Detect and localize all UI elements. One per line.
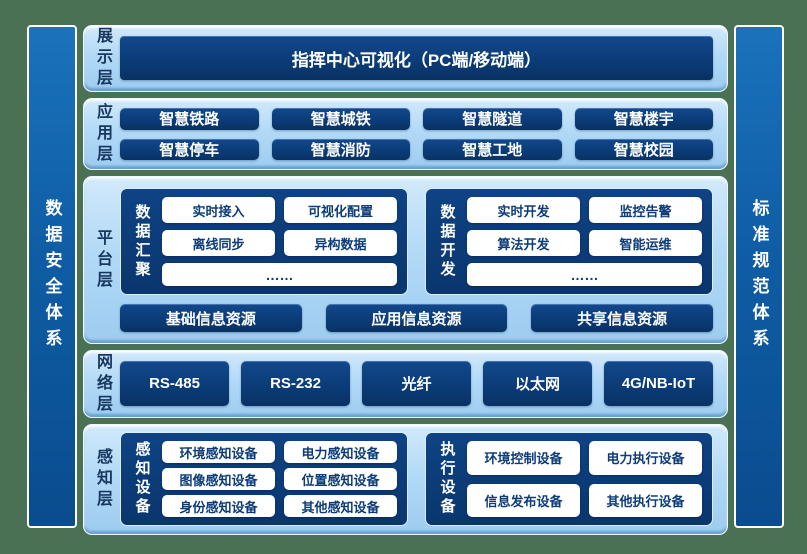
data-development-items: 实时开发 监控告警 算法开发 智能运维 …… — [467, 197, 702, 286]
platform-item: 实时开发 — [467, 197, 580, 223]
platform-item: 实时接入 — [162, 197, 275, 223]
resource-box: 基础信息资源 — [120, 304, 302, 332]
application-item: 智慧铁路 — [120, 108, 259, 130]
application-layer-label: 应用层 — [94, 102, 111, 166]
application-item: 智慧消防 — [271, 138, 410, 160]
resource-box: 共享信息资源 — [531, 304, 713, 332]
data-security-pillar: 数据安全体系 — [27, 25, 77, 528]
standards-pillar: 标准规范体系 — [734, 25, 784, 528]
platform-item: 监控告警 — [589, 197, 702, 223]
platform-item: 可视化配置 — [284, 197, 397, 223]
network-item: RS-485 — [120, 361, 229, 406]
sensing-devices-group-label: 感知设备 — [133, 441, 151, 517]
application-item: 智慧停车 — [120, 138, 259, 160]
device-item: 环境感知设备 — [162, 441, 275, 463]
resource-box: 应用信息资源 — [325, 304, 508, 332]
platform-groups-row: 数据汇聚 实时接入 可视化配置 离线同步 异构数据 …… 数据开发 — [120, 188, 713, 295]
device-item: 其他感知设备 — [284, 495, 397, 517]
application-layer-panel: 应用层 智慧铁路 智慧城铁 智慧隧道 智慧楼宇 智慧停车 智慧消防 智慧工地 智… — [83, 98, 728, 170]
execution-devices-group-label: 执行设备 — [438, 441, 456, 517]
platform-item: 算法开发 — [467, 230, 580, 256]
network-layer-panel: 网络层 RS-485 RS-232 光纤 以太网 4G/NB-IoT — [83, 350, 728, 418]
display-layer-panel: 展示层 指挥中心可视化（PC端/移动端） — [83, 25, 728, 92]
command-center-box: 指挥中心可视化（PC端/移动端） — [120, 36, 713, 80]
platform-item: 智能运维 — [589, 230, 702, 256]
device-item: 其他执行设备 — [589, 483, 702, 517]
more-items-ellipsis: …… — [162, 263, 397, 286]
device-item: 位置感知设备 — [284, 468, 397, 490]
execution-devices-group: 执行设备 环境控制设备 电力执行设备 信息发布设备 其他执行设备 — [425, 432, 713, 526]
platform-layer-panel: 平台层 数据汇聚 实时接入 可视化配置 离线同步 异构数据 …… — [83, 176, 728, 344]
sensing-devices-items: 环境感知设备 电力感知设备 图像感知设备 位置感知设备 身份感知设备 其他感知设… — [162, 441, 397, 517]
device-item: 电力感知设备 — [284, 441, 397, 463]
platform-item: 异构数据 — [284, 230, 397, 256]
data-development-group: 数据开发 实时开发 监控告警 算法开发 智能运维 …… — [425, 188, 713, 295]
device-item: 身份感知设备 — [162, 495, 275, 517]
network-item: 光纤 — [362, 361, 471, 406]
platform-layer-content: 数据汇聚 实时接入 可视化配置 离线同步 异构数据 …… 数据开发 — [120, 177, 727, 343]
perception-layer-panel: 感知层 感知设备 环境感知设备 电力感知设备 图像感知设备 位置感知设备 身份感… — [83, 424, 728, 535]
device-item: 电力执行设备 — [589, 441, 702, 475]
data-aggregation-group: 数据汇聚 实时接入 可视化配置 离线同步 异构数据 …… — [120, 188, 408, 295]
application-item: 智慧校园 — [574, 138, 713, 160]
network-layer-label: 网络层 — [94, 352, 111, 416]
application-item: 智慧城铁 — [271, 108, 410, 130]
network-items-grid: RS-485 RS-232 光纤 以太网 4G/NB-IoT — [120, 351, 727, 417]
standards-pillar-label: 标准规范体系 — [749, 198, 769, 355]
data-development-group-label: 数据开发 — [438, 203, 456, 280]
network-item: 以太网 — [483, 361, 592, 406]
platform-layer-label: 平台层 — [94, 228, 111, 292]
data-aggregation-group-label: 数据汇聚 — [133, 203, 151, 280]
data-aggregation-items: 实时接入 可视化配置 离线同步 异构数据 …… — [162, 197, 397, 286]
perception-layer-label: 感知层 — [94, 448, 111, 511]
display-layer-content: 指挥中心可视化（PC端/移动端） — [120, 26, 727, 91]
more-items-ellipsis: …… — [467, 263, 702, 286]
execution-devices-items: 环境控制设备 电力执行设备 信息发布设备 其他执行设备 — [467, 441, 702, 517]
platform-item: 离线同步 — [162, 230, 275, 256]
sensing-devices-group: 感知设备 环境感知设备 电力感知设备 图像感知设备 位置感知设备 身份感知设备 … — [120, 432, 408, 526]
information-resources-row: 基础信息资源 应用信息资源 共享信息资源 — [120, 304, 713, 332]
device-item: 信息发布设备 — [467, 483, 580, 517]
device-item: 环境控制设备 — [467, 441, 580, 475]
network-item: 4G/NB-IoT — [604, 361, 713, 406]
display-layer-label: 展示层 — [94, 27, 111, 90]
application-item: 智慧工地 — [423, 138, 562, 160]
application-item: 智慧楼宇 — [574, 108, 713, 130]
device-item: 图像感知设备 — [162, 468, 275, 490]
data-security-pillar-label: 数据安全体系 — [42, 198, 62, 355]
layers-column: 展示层 指挥中心可视化（PC端/移动端） 应用层 智慧铁路 智慧城铁 智慧隧道 … — [83, 25, 728, 535]
application-items-grid: 智慧铁路 智慧城铁 智慧隧道 智慧楼宇 智慧停车 智慧消防 智慧工地 智慧校园 — [120, 99, 727, 169]
perception-layer-content: 感知设备 环境感知设备 电力感知设备 图像感知设备 位置感知设备 身份感知设备 … — [120, 425, 727, 534]
application-item: 智慧隧道 — [423, 108, 562, 130]
network-item: RS-232 — [241, 361, 350, 406]
